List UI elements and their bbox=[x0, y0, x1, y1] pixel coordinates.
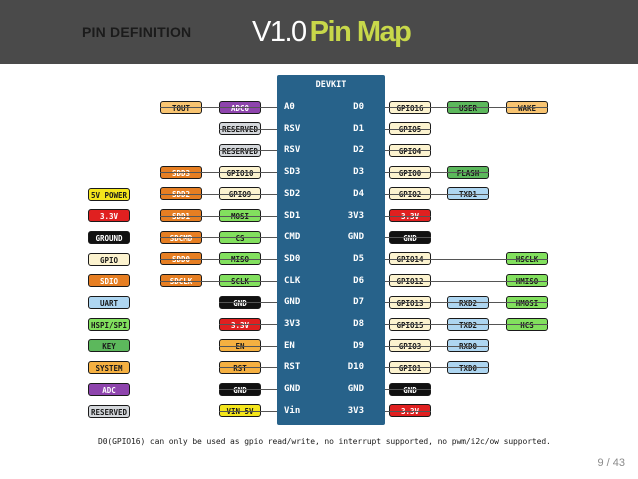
board-pin-right: D6 bbox=[353, 275, 364, 286]
board-pin-left: CLK bbox=[284, 275, 301, 286]
board-pin-left: SD2 bbox=[284, 188, 301, 199]
legend-item-power33: 3.3V bbox=[88, 209, 130, 223]
board-pin-right: D1 bbox=[353, 123, 364, 134]
connector-line bbox=[385, 389, 431, 390]
connector-line bbox=[160, 281, 277, 282]
title-version: V1.0 bbox=[252, 16, 307, 48]
connector-line bbox=[219, 150, 277, 151]
connector-line bbox=[385, 216, 431, 217]
board-pin-right: 3V3 bbox=[347, 210, 364, 221]
header-bar bbox=[0, 0, 638, 64]
connector-line bbox=[385, 150, 431, 151]
connector-line bbox=[219, 346, 277, 347]
pin-definition-label: PIN DEFINITION bbox=[82, 24, 192, 40]
board-pin-left: SD3 bbox=[284, 167, 301, 178]
connector-line bbox=[219, 129, 277, 130]
connector-line bbox=[219, 367, 277, 368]
board-pin-left: RSV bbox=[284, 123, 301, 134]
connector-line bbox=[219, 411, 277, 412]
connector-line bbox=[385, 107, 548, 108]
connector-line bbox=[385, 259, 548, 260]
board-pin-right: GND bbox=[347, 232, 364, 243]
legend-item-sdio: SDIO bbox=[88, 274, 130, 288]
connector-line bbox=[219, 324, 277, 325]
footnote: D0(GPIO16) can only be used as gpio read… bbox=[98, 437, 551, 446]
board-pin-right: D9 bbox=[353, 340, 364, 351]
board-pin-left: RSV bbox=[284, 145, 301, 156]
board-pin-left: GND bbox=[284, 297, 301, 308]
connector-line bbox=[160, 172, 277, 173]
board-pin-left: Vin bbox=[284, 405, 301, 416]
connector-line bbox=[385, 302, 548, 303]
connector-line bbox=[385, 281, 548, 282]
connector-line bbox=[385, 237, 431, 238]
board-pin-left: EN bbox=[284, 340, 295, 351]
connector-line bbox=[160, 237, 277, 238]
board-pin-right: D2 bbox=[353, 145, 364, 156]
board-pin-right: GND bbox=[347, 384, 364, 395]
connector-line bbox=[219, 302, 277, 303]
legend-item-adc: ADC bbox=[88, 382, 130, 396]
connector-line bbox=[385, 194, 489, 195]
connector-line bbox=[160, 107, 277, 108]
board-pin-left: RST bbox=[284, 362, 301, 373]
board-pin-left: SD1 bbox=[284, 210, 301, 221]
legend-item-key: KEY bbox=[88, 339, 130, 353]
connector-line bbox=[160, 216, 277, 217]
connector-line bbox=[385, 367, 489, 368]
board-pin-right: D7 bbox=[353, 297, 364, 308]
board-pin-left: CMD bbox=[284, 232, 301, 243]
board-pin-right: D3 bbox=[353, 167, 364, 178]
connector-line bbox=[385, 129, 431, 130]
page-number: 9 / 43 bbox=[597, 457, 625, 469]
title-main: Pin Map bbox=[309, 16, 412, 48]
connector-line bbox=[160, 194, 277, 195]
board-pin-right: 3V3 bbox=[347, 405, 364, 416]
legend-item-reserved: RESERVED bbox=[88, 404, 130, 418]
legend-item-power5: 5V POWER bbox=[88, 187, 130, 201]
legend-item-ground: GROUND bbox=[88, 230, 130, 244]
connector-line bbox=[385, 346, 489, 347]
board-pin-right: D5 bbox=[353, 253, 364, 264]
legend-item-uart: UART bbox=[88, 296, 130, 309]
board-pin-left: 3V3 bbox=[284, 319, 301, 329]
connector-line bbox=[219, 389, 277, 390]
connector-line bbox=[385, 411, 431, 412]
connector-line bbox=[160, 259, 277, 260]
board-pin-left: SD0 bbox=[284, 253, 301, 264]
connector-line bbox=[385, 324, 548, 325]
connector-line bbox=[385, 172, 489, 173]
board-pin-right: D0 bbox=[353, 102, 364, 112]
board-label: DEVKIT bbox=[315, 80, 347, 90]
legend-item-system: SYSTEM bbox=[88, 361, 130, 375]
legend-item-spi: HSPI/SPI bbox=[88, 317, 130, 331]
board-pin-right: D10 bbox=[347, 362, 364, 373]
board-pin-right: D4 bbox=[353, 188, 364, 199]
legend-item-gpio: GPIO bbox=[88, 252, 130, 266]
board-pin-left: GND bbox=[284, 384, 301, 395]
board-pin-left: A0 bbox=[284, 102, 295, 112]
board-pin-right: D8 bbox=[353, 319, 364, 329]
devkit-board bbox=[277, 75, 385, 425]
